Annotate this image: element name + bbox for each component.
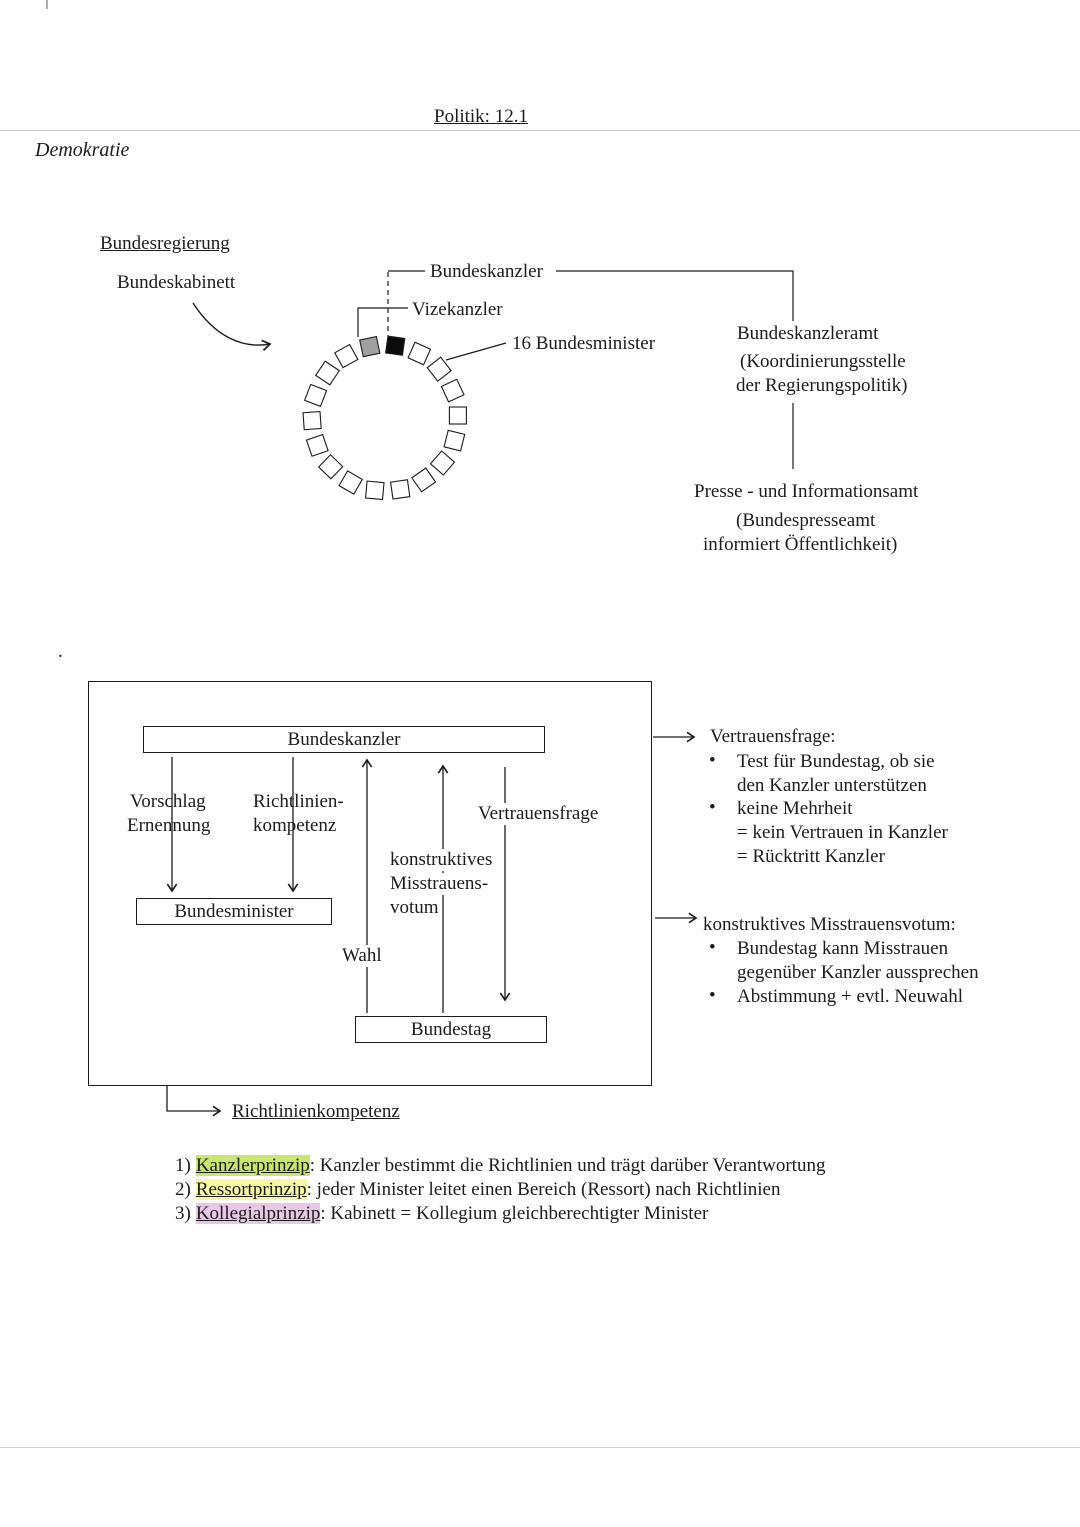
press-office-title: Presse - und Informationsamt [694, 481, 919, 502]
vice-chancellor-connector [357, 307, 408, 337]
principle-number: 2) [175, 1179, 191, 1200]
misstrauen-label-line2: Misstrauens- [387, 873, 492, 895]
press-office-desc-line1: (Bundespresseamt [736, 510, 876, 531]
misstrauen-label-line1: konstruktives [387, 849, 496, 871]
principle-text: : jeder Minister leitet einen Bereich (R… [306, 1179, 781, 1200]
chancellor-seat [384, 335, 406, 356]
principle-number: 1) [175, 1155, 191, 1176]
ministers-box-label: Bundesminister [174, 900, 294, 922]
cabinet-label: Bundeskabinett [117, 272, 236, 293]
wahl-label: Wahl [339, 945, 385, 967]
chancellor-label: Bundeskanzler [430, 261, 543, 282]
ministers-box: Bundesminister [136, 898, 332, 925]
bullet-icon: • [709, 797, 716, 818]
minister-seat [302, 410, 322, 431]
note-line: Abstimmung + evtl. Neuwahl [737, 986, 964, 1007]
richtlinienkompetenz-heading: Richtlinienkompetenz [232, 1101, 400, 1122]
minister-seat [317, 454, 344, 480]
bullet-icon: • [709, 937, 716, 958]
principle-text: : Kabinett = Kollegium gleichberechtigte… [320, 1203, 709, 1224]
minister-seat [303, 383, 328, 408]
principle-item-kollegialprinzip: 3)Kollegialprinzip: Kabinett = Kollegium… [175, 1203, 708, 1225]
note-line: = kein Vertrauen in Kanzler [737, 822, 948, 843]
minister-seat [389, 479, 411, 500]
principle-term: Kanzlerprinzip [195, 1155, 310, 1176]
principle-item-ressortprinzip: 2)Ressortprinzip: jeder Minister leitet … [175, 1179, 780, 1201]
ministers-connector [445, 342, 507, 361]
parliament-box-label: Bundestag [410, 1018, 492, 1040]
chancellor-box-label: Bundeskanzler [287, 728, 401, 750]
principle-text: : Kanzler bestimmt die Richtlinien und t… [309, 1155, 826, 1176]
minister-seat [440, 378, 465, 403]
richtlinienkompetenz-arrow [166, 1086, 222, 1117]
note-line: den Kanzler unterstützen [737, 775, 927, 796]
press-office-desc-line2: informiert Öffentlichkeit) [703, 534, 898, 555]
principle-term: Ressortprinzip [195, 1179, 307, 1200]
principle-number: 3) [175, 1203, 191, 1224]
minister-seat [407, 341, 432, 366]
page-title: Politik: 12.1 [434, 106, 528, 127]
chancellery-connector [556, 270, 794, 321]
bullet-icon: • [709, 985, 716, 1006]
richtlinien-label-line2: kompetenz [253, 815, 337, 836]
stray-mark: . [58, 641, 63, 662]
chancellery-title: Bundeskanzleramt [737, 323, 879, 344]
note-vertrauensfrage-title: Vertrauensfrage: [710, 726, 836, 747]
principle-item-kanzlerprinzip: 1)Kanzlerprinzip: Kanzler bestimmt die R… [175, 1155, 825, 1177]
cabinet-arrow [192, 302, 272, 351]
misstrauen-label-line3: votum [387, 897, 442, 919]
vice-chancellor-label: Vizekanzler [412, 299, 503, 320]
richtlinien-label-line1: Richtlinien- [253, 791, 344, 812]
minister-seat [338, 470, 364, 495]
minister-seat [305, 433, 329, 457]
note-line: gegenüber Kanzler aussprechen [737, 962, 979, 983]
top-rule [0, 130, 1080, 131]
minister-seat [364, 480, 385, 501]
minister-seat [443, 429, 466, 452]
vorschlag-label: Vorschlag [130, 791, 206, 812]
vertrauensfrage-label: Vertrauensfrage [475, 803, 602, 825]
note-line: keine Mehrheit [737, 798, 853, 819]
government-heading: Bundesregierung [100, 233, 230, 254]
note-line: = Rücktritt Kanzler [737, 846, 885, 867]
cabinet-circle [302, 335, 467, 501]
note-misstrauensvotum-title: konstruktives Misstrauensvotum: [703, 914, 956, 935]
note-line: Test für Bundestag, ob sie [737, 751, 935, 772]
ernennung-label: Ernennung [127, 815, 211, 836]
principle-term: Kollegialprinzip [195, 1203, 321, 1224]
minister-seat [429, 450, 456, 476]
chancellery-desc-line2: der Regierungspolitik) [736, 375, 908, 396]
minister-seat [426, 356, 452, 382]
chancellery-desc-line1: (Koordinierungsstelle [740, 351, 906, 372]
bottom-rule [0, 1447, 1080, 1448]
bullet-icon: • [709, 750, 716, 771]
page-topic: Demokratie [35, 139, 130, 161]
flow-diagram-frame [88, 681, 652, 1086]
chancellor-box: Bundeskanzler [143, 726, 545, 753]
minister-seat [333, 343, 359, 369]
note-line: Bundestag kann Misstrauen [737, 938, 949, 959]
parliament-box: Bundestag [355, 1016, 547, 1043]
minister-seat [314, 360, 341, 386]
vice-chancellor-seat [359, 335, 381, 358]
minister-seat [411, 467, 437, 493]
minister-seat [448, 406, 467, 425]
ministers-label: 16 Bundesminister [512, 333, 656, 354]
